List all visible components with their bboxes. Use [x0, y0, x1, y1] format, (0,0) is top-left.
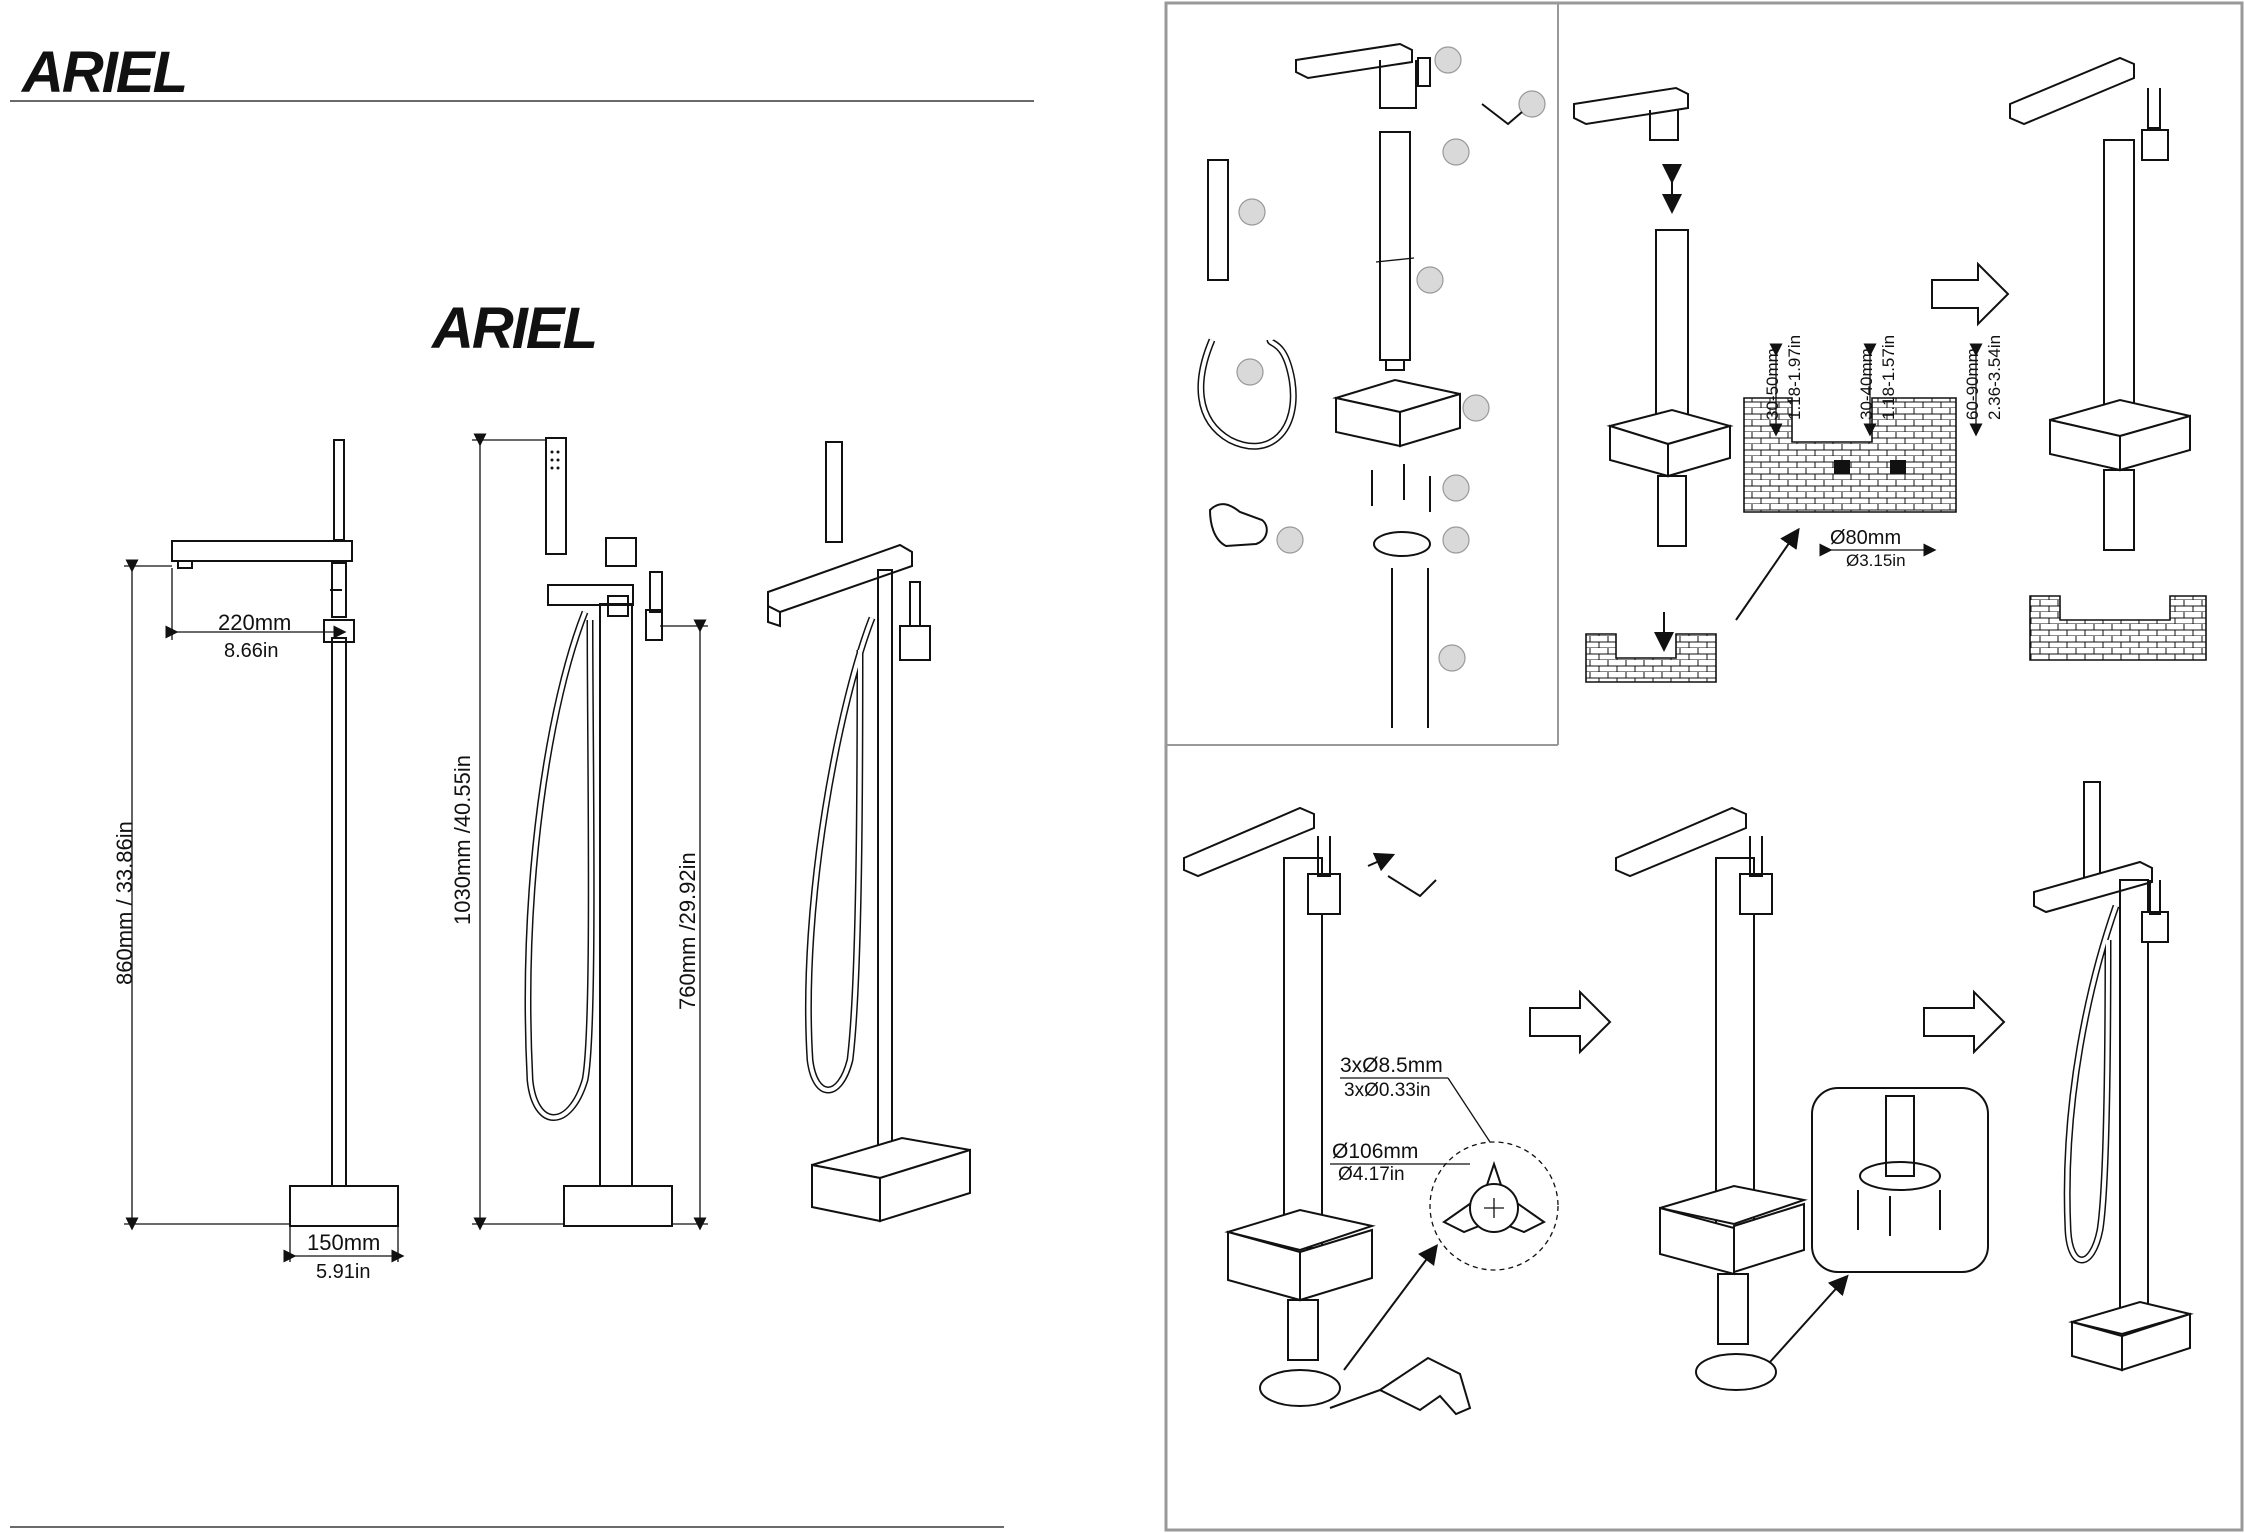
depth-left-mm: 30-50mm — [1763, 348, 1782, 420]
step-fixing — [1615, 806, 2006, 1391]
side-view-dimensions: 220mm 8.66in 860mm / 33.86in 150mm 5.91i… — [112, 439, 405, 1283]
depth-right-in: 2.36-3.54in — [1985, 335, 2004, 420]
hole-mm: Ø80mm — [1830, 527, 1901, 549]
dim-overall-height: 1030mm /40.55in — [450, 755, 475, 925]
dim-spout-height: 860mm / 33.86in — [112, 821, 137, 985]
arrow-right-icon — [1931, 261, 2010, 327]
arrow-diagonal-icon — [1735, 527, 1800, 621]
step-assembled — [2009, 56, 2207, 661]
part-marker — [1434, 46, 1462, 74]
depth-mid-mm: 30-40mm — [1857, 348, 1876, 420]
dim-base-mm: 150mm — [307, 1230, 380, 1255]
glove-icon — [1208, 503, 1268, 548]
depth-mid-in: 1.18-1.57in — [1879, 335, 1898, 420]
dim-base-in: 5.91in — [316, 1261, 371, 1283]
step-drilling: 3xØ8.5mm 3xØ0.33in Ø106mm Ø4.17in — [1183, 806, 1612, 1416]
dim-reach-in: 8.66in — [224, 640, 279, 662]
left-page: ARIEL ARIEL 220mm 8.66in 860mm / 33.86in — [10, 40, 1034, 1528]
arrow-right-icon — [1529, 989, 1612, 1055]
logo-center: ARIEL — [430, 296, 596, 361]
step-rough-in: 30-50mm 1.18-1.97in 30-40mm 1.18-1.57in … — [1573, 86, 2010, 683]
drill-icon — [1329, 1356, 1472, 1416]
parts-list — [1197, 42, 1546, 728]
plate-in: Ø4.17in — [1338, 1164, 1405, 1185]
isometric-view — [767, 441, 971, 1223]
arrow-right-icon — [1923, 989, 2006, 1055]
dim-reach-mm: 220mm — [218, 610, 291, 635]
arrow-diagonal-icon — [1769, 1274, 1849, 1363]
right-page: 30-50mm 1.18-1.97in 30-40mm 1.18-1.57in … — [1164, 1, 2244, 1532]
plate-mm: Ø106mm — [1332, 1140, 1418, 1163]
screw-in: 3xØ0.33in — [1344, 1080, 1431, 1101]
screw-mm: 3xØ8.5mm — [1340, 1054, 1443, 1077]
depth-left-in: 1.18-1.97in — [1785, 335, 1804, 420]
allen-key-icon — [1387, 875, 1437, 898]
depth-right-mm: 60-90mm — [1963, 348, 1982, 420]
logo-header: ARIEL — [20, 40, 186, 105]
shower-head-icon — [550, 450, 560, 470]
allen-key-icon — [1481, 103, 1523, 126]
right-page-border — [1164, 1, 2244, 1532]
hole-in: Ø3.15in — [1846, 551, 1906, 570]
dim-handle-height: 760mm /29.92in — [675, 852, 700, 1010]
arrow-diagonal-icon — [1343, 1243, 1438, 1371]
side-view-handshower: 1030mm /40.55in 760mm /29.92in — [450, 433, 708, 1231]
step-finished — [2033, 781, 2194, 1372]
